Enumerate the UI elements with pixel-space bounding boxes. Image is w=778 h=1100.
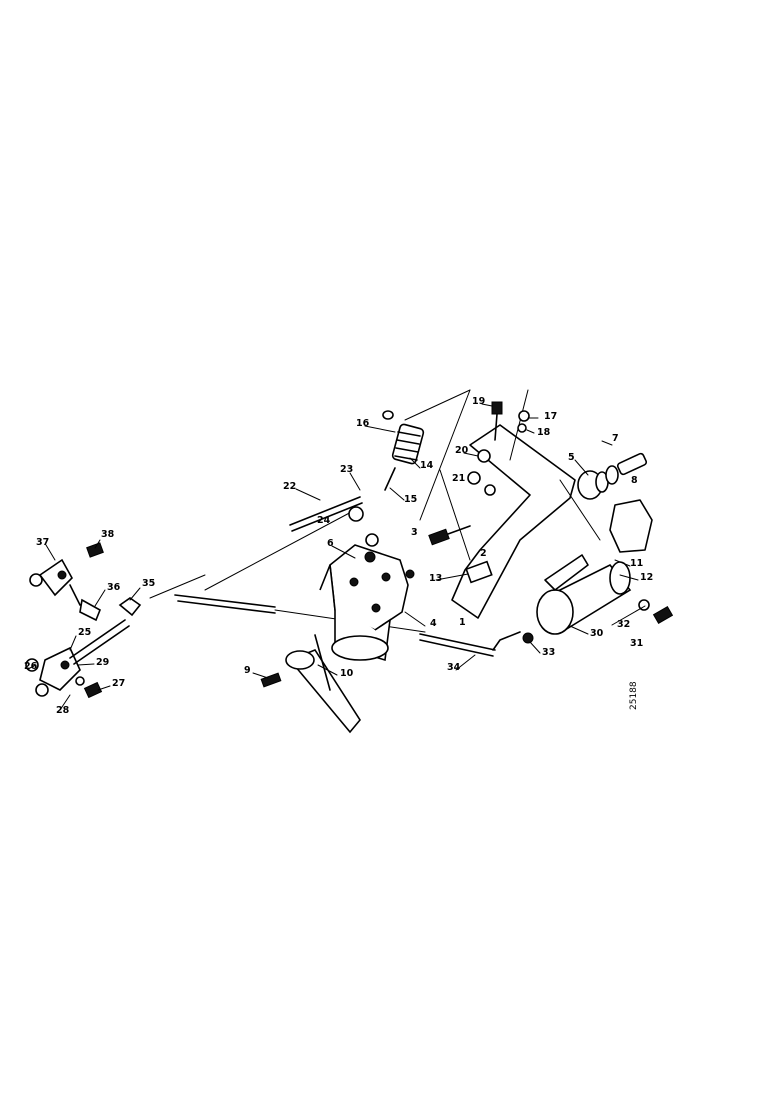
callout-9: 9 xyxy=(244,665,251,676)
callout-7: 7 xyxy=(612,433,619,444)
callout-27: 27 xyxy=(112,678,125,689)
callout-13: 13 xyxy=(429,573,442,584)
callout-24: 24 xyxy=(317,515,331,526)
lever-arm xyxy=(260,634,361,734)
callout-30: 30 xyxy=(590,628,604,639)
bearing-group xyxy=(577,452,653,553)
callout-37: 37 xyxy=(36,537,49,548)
callout-5: 5 xyxy=(568,452,575,463)
callout-23: 23 xyxy=(340,464,353,475)
leader-lines xyxy=(29,403,646,711)
callout-22: 22 xyxy=(283,481,296,492)
callout-38: 38 xyxy=(101,529,115,540)
mounting-bracket xyxy=(404,389,601,619)
callout-28: 28 xyxy=(56,705,70,716)
callout-16: 16 xyxy=(356,418,370,429)
callout-4: 4 xyxy=(430,618,437,629)
callout-3: 3 xyxy=(411,527,418,538)
callout-1: 1 xyxy=(459,617,466,628)
callout-35: 35 xyxy=(142,578,155,589)
callout-17: 17 xyxy=(544,411,557,422)
actuator-housing xyxy=(319,506,415,662)
callout-6: 6 xyxy=(327,538,334,549)
callout-2: 2 xyxy=(480,548,487,559)
callout-20: 20 xyxy=(455,445,469,456)
callout-19: 19 xyxy=(472,396,485,407)
callout-10: 10 xyxy=(340,668,354,679)
callout-34: 34 xyxy=(447,662,461,673)
callout-26: 26 xyxy=(24,661,38,672)
left-linkage xyxy=(25,542,142,699)
callout-31: 31 xyxy=(630,638,643,649)
callout-18: 18 xyxy=(537,427,551,438)
bracket-fasteners xyxy=(428,525,493,584)
callout-25: 25 xyxy=(78,627,91,638)
callout-12: 12 xyxy=(640,572,653,583)
callout-14: 14 xyxy=(420,460,434,471)
top-fasteners xyxy=(467,401,530,496)
spring-assembly xyxy=(382,410,425,491)
callout-11: 11 xyxy=(630,558,643,569)
callout-32: 32 xyxy=(617,619,630,630)
callout-8: 8 xyxy=(631,475,638,486)
callout-29: 29 xyxy=(96,657,109,668)
callout-21: 21 xyxy=(452,473,465,484)
motor-unit xyxy=(522,554,674,644)
callout-33: 33 xyxy=(542,647,555,658)
callout-36: 36 xyxy=(107,582,121,593)
callout-15: 15 xyxy=(404,494,417,505)
drawing-reference-number: 25188 xyxy=(629,681,639,710)
